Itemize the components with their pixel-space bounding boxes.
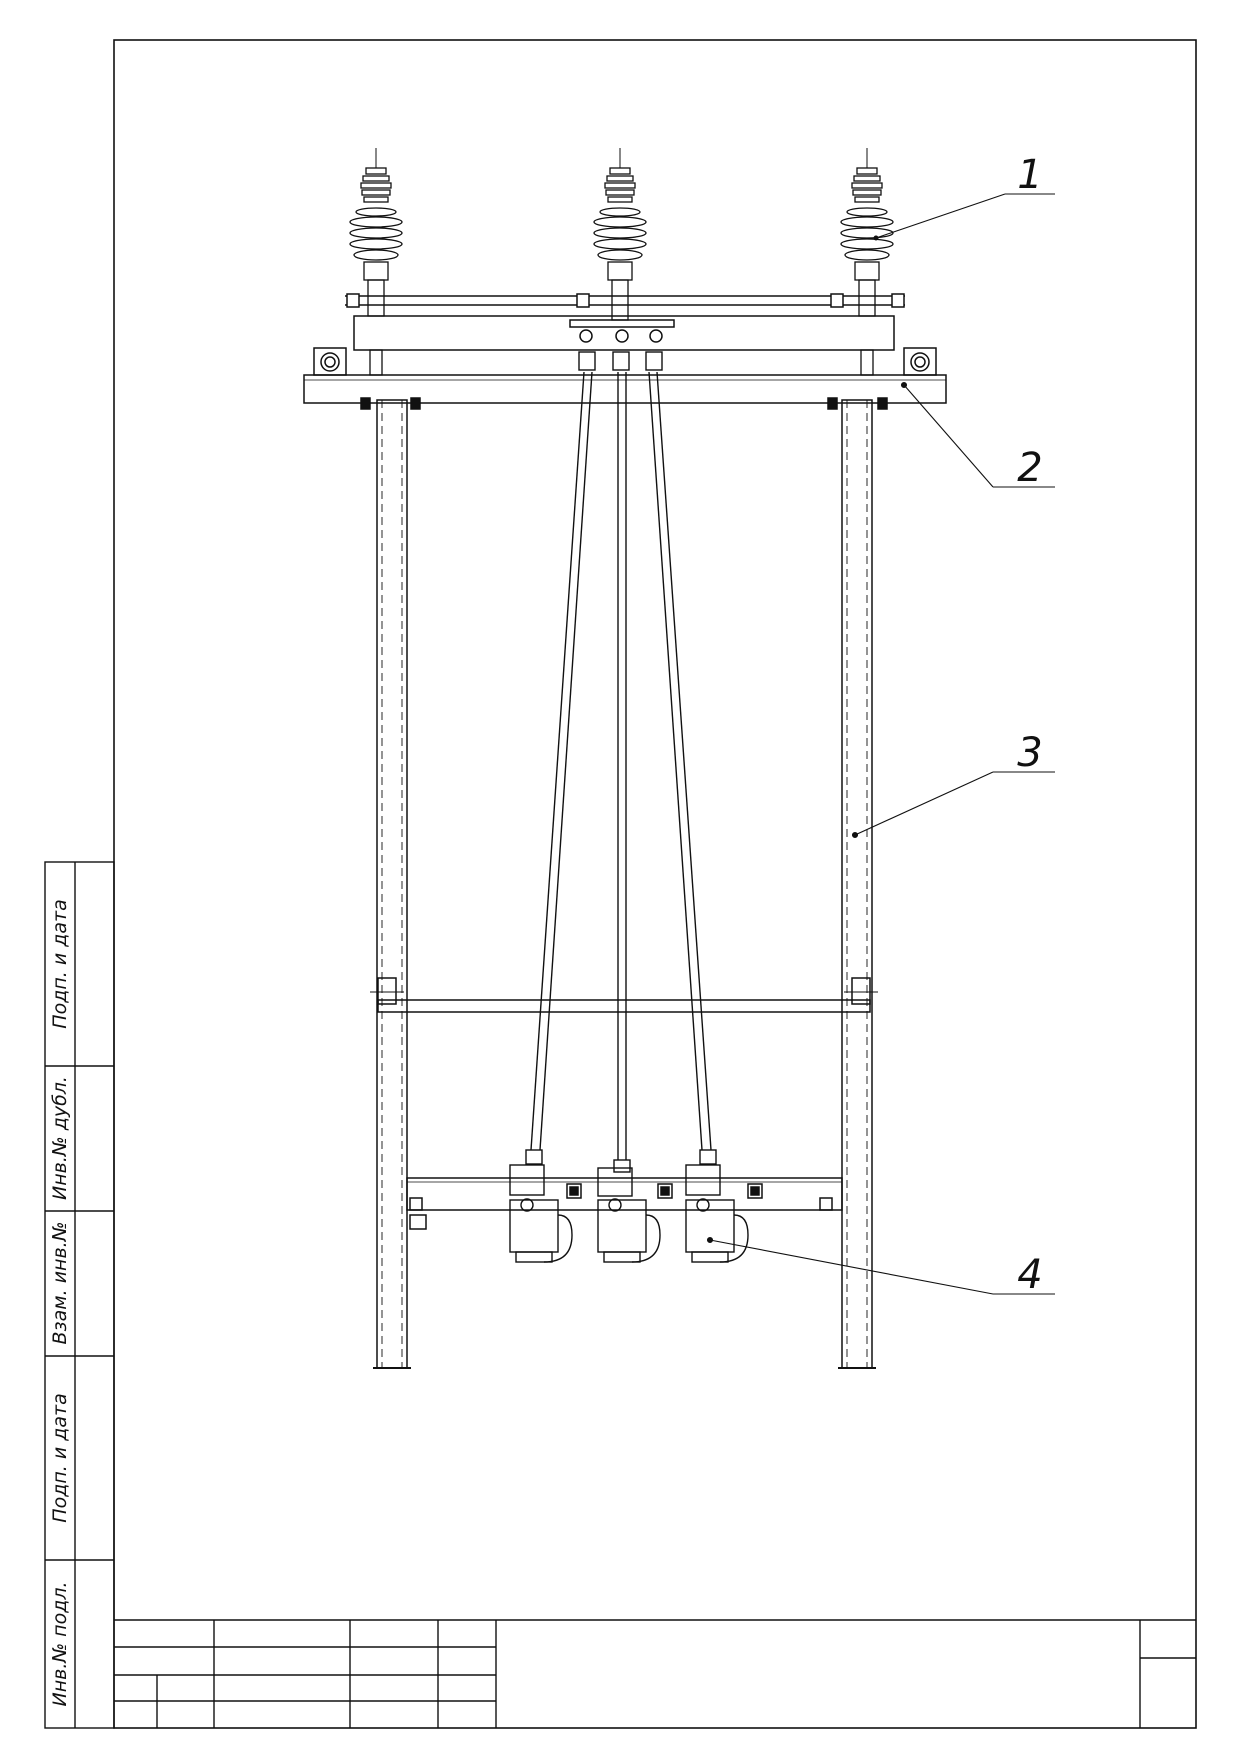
insulator-right [840, 148, 894, 376]
drive-unit-center [597, 1167, 661, 1263]
drive-rods [525, 351, 717, 1173]
side-stamp-label-original-inv: Инв.№ подл. [49, 1581, 71, 1706]
callout-leaders [706, 193, 1055, 1295]
drive-unit-right [685, 1164, 749, 1263]
drive-unit-left [509, 1164, 573, 1263]
insulator-center [593, 148, 647, 321]
side-stamp-label-replace-inv: Взам. инв.№ [49, 1222, 71, 1345]
insulator-left [349, 148, 403, 376]
mounting-beam [303, 347, 947, 410]
side-stamp-label-signature-date-2: Подп. и дата [49, 1393, 71, 1522]
callout-3: 3 [1017, 730, 1042, 776]
title-block [114, 1619, 1196, 1728]
insulator-base-beam [345, 293, 905, 351]
support-frame [373, 399, 876, 1369]
side-stamp [44, 861, 115, 1729]
callout-4: 4 [1017, 1252, 1042, 1298]
drawing-frame [113, 39, 1197, 1729]
side-stamp-label-signature-date-1: Подп. и дата [49, 899, 71, 1028]
side-stamp-label-duplicate-inv: Инв.№ дубл. [49, 1076, 71, 1200]
drive-beam [406, 1177, 843, 1230]
callout-1: 1 [1017, 152, 1042, 198]
callout-2: 2 [1017, 445, 1042, 491]
cross-bar [370, 977, 878, 1013]
